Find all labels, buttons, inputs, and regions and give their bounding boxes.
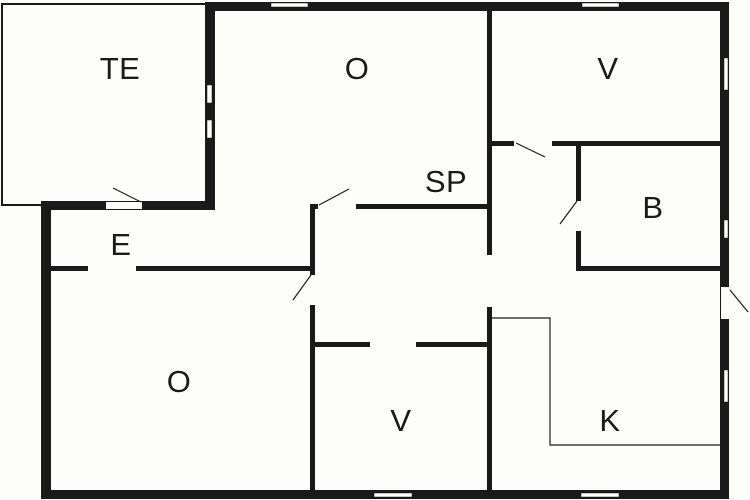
- room-label-bedroom-top-right: V: [597, 51, 619, 86]
- room-label-room-top: O: [344, 51, 370, 86]
- room-label-bedroom-bottom: V: [390, 403, 412, 438]
- interior-walls: [51, 8, 724, 494]
- room-label-kitchen: K: [599, 403, 621, 438]
- room-label-terrace: TE: [99, 51, 141, 86]
- room-label-storage: SP: [424, 164, 468, 199]
- door-swings: [112, 142, 749, 313]
- kitchen-counter: [492, 317, 722, 446]
- terrace-outline: [1, 3, 206, 206]
- room-label-entrance: E: [110, 227, 132, 262]
- room-label-bathroom: B: [642, 190, 664, 225]
- openings: [88, 2, 729, 498]
- room-label-room-bottom-left: O: [166, 364, 192, 399]
- exterior-walls: [41, 2, 729, 499]
